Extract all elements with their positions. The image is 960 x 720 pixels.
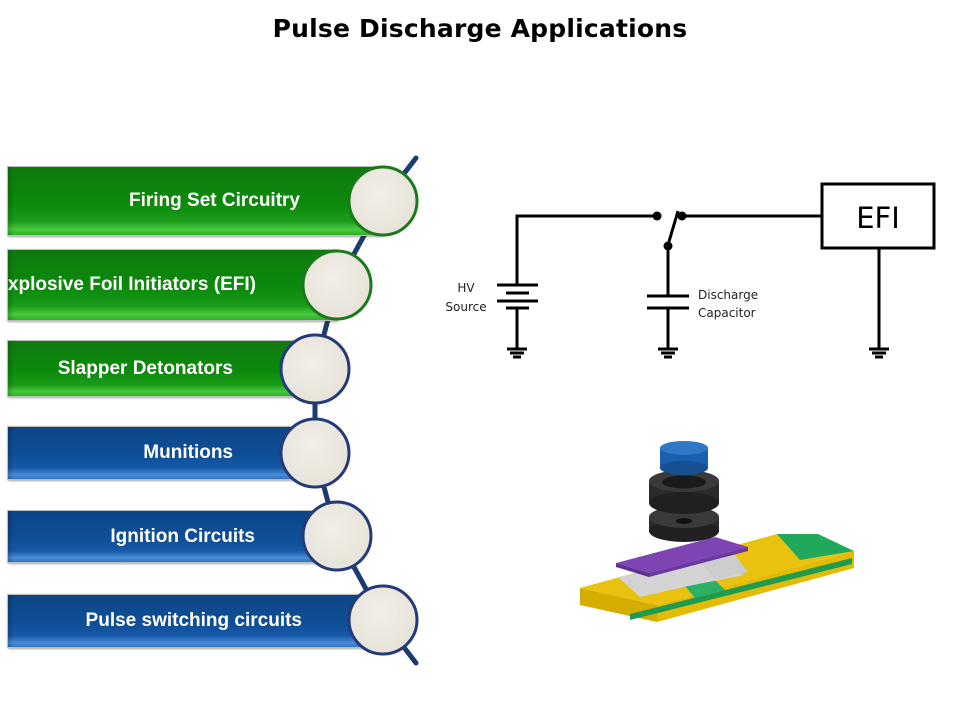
ground-icon — [869, 347, 889, 359]
app-bar-pulse-switching: Pulse switching circuits — [7, 594, 383, 648]
switch-contact-right — [677, 211, 687, 221]
app-bar-slapper: Slapper Detonators — [7, 340, 315, 397]
switch-contact-left — [652, 211, 662, 221]
app-bar-firing-set: Firing Set Circuitry — [7, 166, 383, 236]
green-conductor-top — [777, 534, 854, 560]
app-label: Slapper Detonators — [57, 357, 233, 379]
app-label: Explosive Foil Initiators (EFI) — [7, 274, 256, 295]
app-label: Ignition Circuits — [110, 525, 255, 547]
purple-flyer-plate — [616, 537, 748, 577]
app-bar-ignition: Ignition Circuits — [7, 510, 337, 563]
hv-source-label-1: HV — [457, 281, 475, 295]
switch-arm — [666, 210, 680, 246]
efi-label: EFI — [856, 201, 900, 235]
blue-cap — [660, 441, 708, 475]
ground-icon — [507, 347, 527, 359]
app-label: Firing Set Circuitry — [128, 190, 300, 211]
page-title: Pulse Discharge Applications — [272, 14, 688, 43]
switch-pivot — [663, 241, 673, 251]
capacitor-label-2: Capacitor — [698, 306, 756, 320]
app-label: Munitions — [143, 442, 233, 463]
app-label: Pulse switching circuits — [85, 610, 302, 631]
capacitor-label-1: Discharge — [698, 288, 758, 302]
gray-foil-bridge-2 — [700, 555, 748, 579]
wire-source-top — [515, 214, 657, 285]
app-bar-munitions: Munitions — [7, 426, 315, 480]
ground-icon — [658, 347, 678, 359]
green-conductor-side — [630, 558, 852, 620]
hv-source-label-2: Source — [445, 300, 486, 314]
ground-symbols — [507, 347, 889, 359]
black-barrel — [649, 470, 719, 514]
